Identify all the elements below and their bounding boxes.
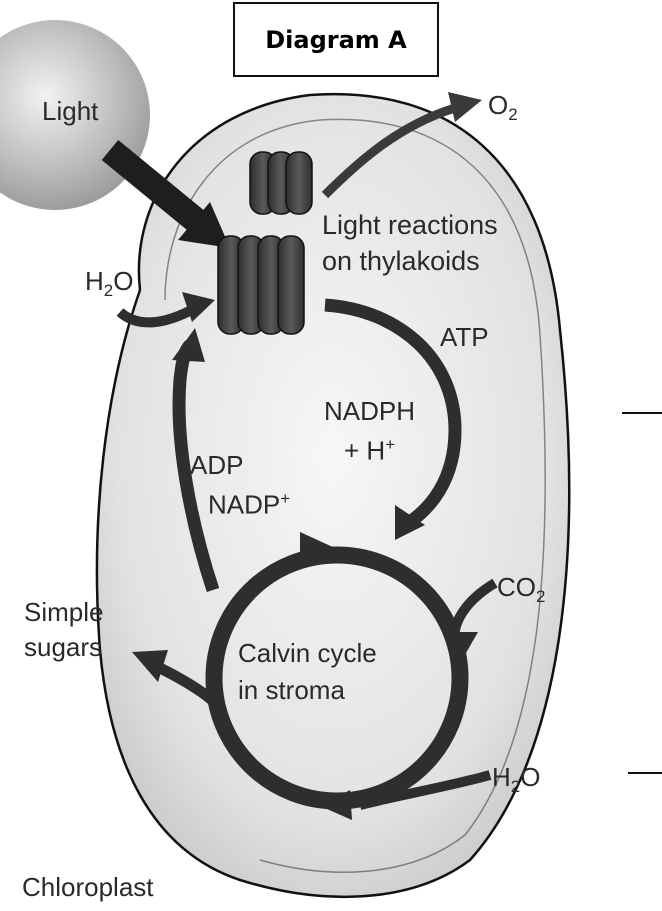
light-label: Light	[42, 96, 98, 126]
h-plus-label: + H+	[344, 430, 395, 466]
h2o-top-label: H2O	[85, 266, 133, 306]
diagram-title: Diagram A	[233, 2, 439, 77]
atp-label: ATP	[440, 322, 489, 352]
co2-label: CO2	[497, 572, 545, 612]
simple-sugars-label-line2: sugars	[24, 632, 102, 662]
calvin-cycle-label-line2: in stroma	[238, 675, 345, 705]
answer-blank-upper[interactable]	[622, 412, 662, 414]
h2o-bottom-label: H2O	[492, 762, 540, 802]
nadp-label: NADP+	[208, 484, 290, 520]
simple-sugars-label-line1: Simple	[24, 597, 103, 627]
answer-blank-lower[interactable]	[628, 772, 662, 774]
adp-label: ADP	[190, 450, 243, 480]
nadph-label: NADPH	[324, 396, 415, 426]
chloroplast-label: Chloroplast	[22, 872, 154, 902]
o2-label: O2	[488, 90, 518, 130]
light-reactions-label-line1: Light reactions	[322, 210, 498, 241]
light-reactions-label-line2: on thylakoids	[322, 246, 480, 277]
calvin-cycle-label-line1: Calvin cycle	[238, 638, 377, 668]
